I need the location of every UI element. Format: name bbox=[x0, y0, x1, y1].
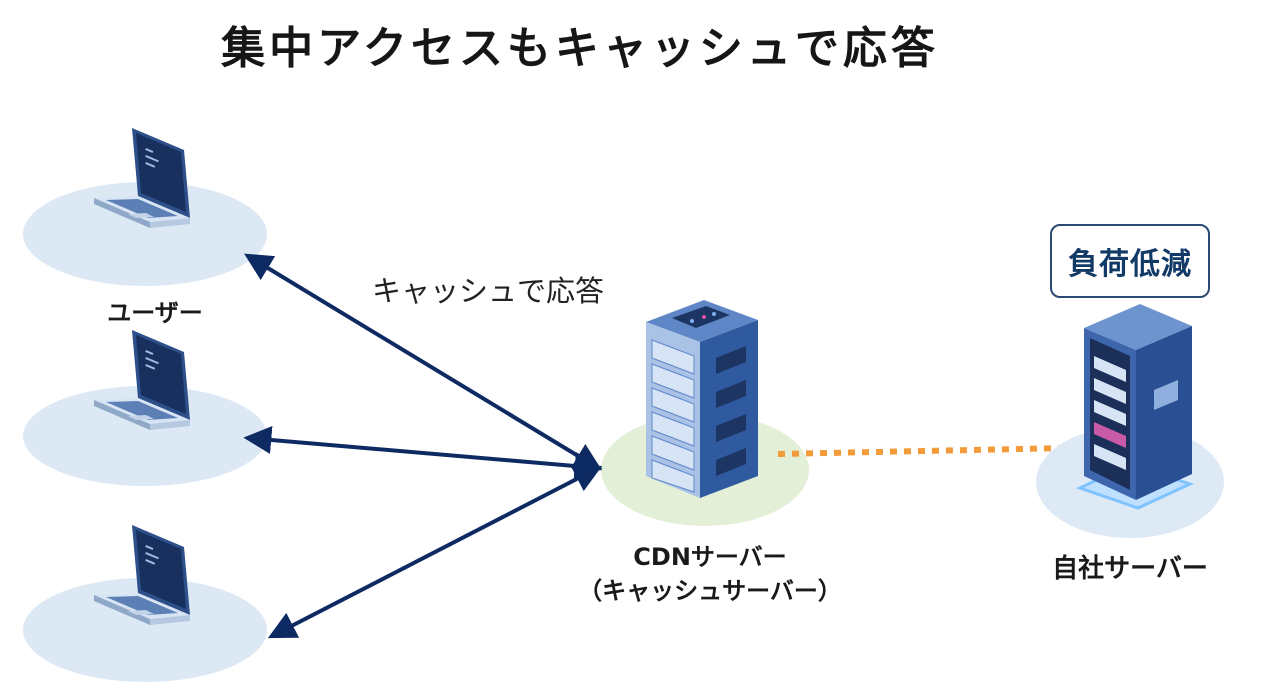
own-server-label: 自社サーバー bbox=[1052, 554, 1208, 584]
server-tower-icon bbox=[1084, 304, 1192, 500]
load-reduction-badge: 負荷低減 bbox=[1050, 224, 1210, 298]
server-rack-icon bbox=[646, 300, 758, 498]
dotted-link bbox=[777, 445, 1069, 457]
user-platform-1 bbox=[23, 182, 267, 286]
response-note: キャッシュで応答 bbox=[372, 274, 605, 308]
arrow-to-user-2 bbox=[243, 426, 603, 480]
user-platform-3 bbox=[23, 578, 267, 682]
cdn-label-line2: （キャッシュサーバー） bbox=[578, 577, 842, 605]
users-label: ユーザー bbox=[107, 299, 203, 327]
arrow-to-user-3 bbox=[267, 465, 603, 639]
user-platform-2 bbox=[23, 386, 267, 486]
cdn-label-line1: CDNサーバー bbox=[633, 543, 787, 571]
cdn-label: CDNサーバー （キャッシュサーバー） bbox=[560, 540, 860, 608]
diagram-title: 集中アクセスもキャッシュで応答 bbox=[221, 23, 939, 74]
